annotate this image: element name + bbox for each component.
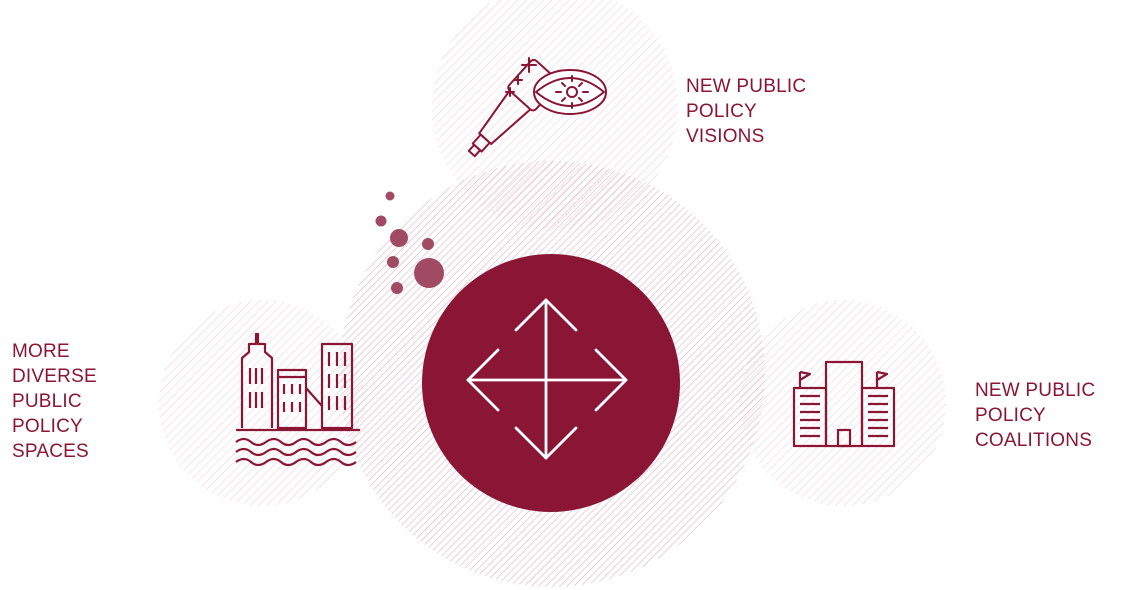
label-line: POLICY xyxy=(975,405,1046,426)
center-circle xyxy=(422,254,680,512)
telescope-eye-icon xyxy=(467,57,607,158)
office-buildings-flags-icon xyxy=(792,360,896,448)
city-waterfront-icon xyxy=(235,332,360,467)
label-line: POLICY xyxy=(686,101,757,122)
label-line: PUBLIC xyxy=(12,391,82,412)
label-line: MORE xyxy=(12,341,70,362)
label-new-public-policy-visions: NEW PUBLIC POLICY VISIONS xyxy=(686,74,806,149)
right-hatched-circle xyxy=(740,300,946,506)
label-line: VISIONS xyxy=(686,126,765,147)
label-line: COALITIONS xyxy=(975,430,1093,451)
label-line: SPACES xyxy=(12,441,89,462)
label-line: NEW PUBLIC xyxy=(975,380,1096,401)
label-more-diverse-public-policy-spaces: MORE DIVERSE PUBLIC POLICY SPACES xyxy=(12,339,97,464)
label-line: NEW PUBLIC xyxy=(686,76,807,97)
label-line: POLICY xyxy=(12,416,83,437)
label-line: DIVERSE xyxy=(12,366,97,387)
bubbles-decoration xyxy=(375,191,444,294)
four-way-arrows-icon xyxy=(466,298,628,460)
label-new-public-policy-coalitions: NEW PUBLIC POLICY COALITIONS xyxy=(975,378,1095,453)
